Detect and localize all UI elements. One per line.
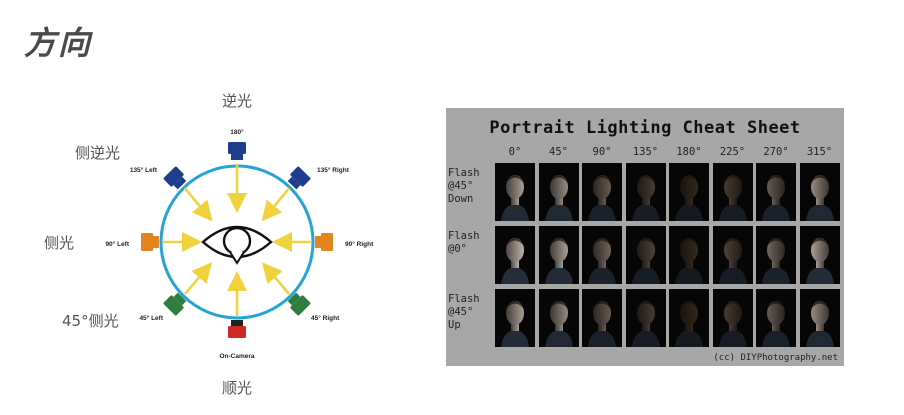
portrait-thumbnail bbox=[495, 289, 535, 347]
diagram-lights: 180° 135° Right 90° Right 45° RightOn-Camer… bbox=[105, 128, 374, 360]
portrait-thumbnail bbox=[669, 289, 709, 347]
portrait-thumbnail bbox=[756, 226, 796, 284]
portrait-thumbnail bbox=[712, 289, 753, 347]
cheat-sheet-credit: (cc) DIYPhotography.net bbox=[713, 353, 838, 363]
portrait-thumbnail bbox=[625, 289, 666, 347]
light-label-45l: 45° Left bbox=[139, 314, 163, 322]
portrait-thumbnail bbox=[625, 163, 666, 221]
portrait-thumbnail bbox=[756, 163, 796, 221]
label-back-light: 逆光 bbox=[222, 92, 253, 110]
row-header: Flash @0° bbox=[448, 230, 480, 255]
portrait-thumbnail bbox=[669, 226, 709, 284]
flash-icon-90l bbox=[141, 233, 159, 251]
cheat-sheet-title: Portrait Lighting Cheat Sheet bbox=[489, 118, 801, 138]
light-arrow-135l bbox=[183, 187, 213, 222]
column-header: 315° bbox=[806, 146, 833, 158]
light-arrow-45r bbox=[262, 262, 291, 295]
light-arrow-45l bbox=[183, 262, 212, 295]
lighting-direction-diagram: 180° 135° Right 90° Right 45° RightOn-Camer… bbox=[105, 128, 374, 360]
column-header: 45° bbox=[549, 146, 568, 158]
light-label-135r: 135° Right bbox=[317, 166, 350, 174]
label-45-side-light: 45°侧光 bbox=[62, 312, 119, 330]
flash-icon-oncam bbox=[228, 320, 246, 338]
portrait-thumbnail bbox=[538, 163, 579, 221]
flash-icon-90r bbox=[315, 233, 333, 251]
label-side-back-light: 侧逆光 bbox=[75, 144, 121, 162]
light-label-135l: 135° Left bbox=[130, 166, 158, 174]
portrait-thumbnail bbox=[712, 226, 753, 284]
portrait-thumbnail bbox=[538, 226, 579, 284]
column-header: 135° bbox=[632, 146, 659, 158]
slide-title: 方向 bbox=[24, 24, 93, 62]
light-arrow-135r bbox=[261, 187, 291, 222]
light-label-90r: 90° Right bbox=[345, 240, 374, 248]
portrait-thumbnail bbox=[756, 289, 796, 347]
portrait-thumbnail bbox=[712, 163, 753, 221]
portrait-thumbnail bbox=[669, 163, 709, 221]
flash-icon-180 bbox=[228, 142, 246, 160]
flash-icon-45l bbox=[163, 292, 187, 316]
light-label-45r: 45° Right bbox=[311, 314, 340, 322]
flash-icon-135l bbox=[163, 166, 187, 190]
portrait-thumbnail bbox=[538, 289, 579, 347]
column-header: 270° bbox=[763, 146, 789, 158]
label-front-light: 顺光 bbox=[222, 379, 253, 397]
column-header: 90° bbox=[592, 146, 612, 158]
portrait-thumbnail bbox=[582, 289, 622, 347]
portrait-thumbnail bbox=[582, 163, 622, 221]
column-header: 0° bbox=[508, 146, 522, 158]
column-header: 225° bbox=[719, 146, 746, 158]
row-header: Flash @45° Down bbox=[448, 167, 480, 205]
portrait-thumbnail bbox=[495, 226, 535, 284]
portrait-lighting-cheat-sheet: Portrait Lighting Cheat Sheet 0° 45° 90° 13… bbox=[446, 108, 844, 366]
portrait-thumbnail bbox=[582, 226, 622, 284]
flash-icon-135r bbox=[287, 166, 311, 190]
portrait-thumbnail bbox=[799, 163, 840, 221]
light-label-90l: 90° Left bbox=[105, 240, 129, 248]
portrait-thumbnail bbox=[799, 289, 840, 347]
portrait-thumbnail bbox=[495, 163, 535, 221]
column-header: 180° bbox=[676, 146, 702, 158]
light-label-oncam: On-Camera bbox=[219, 353, 254, 360]
flash-icon-45r bbox=[287, 292, 311, 316]
eye-icon bbox=[201, 225, 273, 265]
row-header: Flash @45° Up bbox=[448, 293, 480, 331]
diagram-arrows bbox=[163, 164, 311, 316]
label-side-light: 侧光 bbox=[44, 234, 75, 252]
light-label-180: 180° bbox=[230, 128, 244, 136]
portrait-thumbnail bbox=[799, 226, 840, 284]
portrait-thumbnail bbox=[625, 226, 666, 284]
